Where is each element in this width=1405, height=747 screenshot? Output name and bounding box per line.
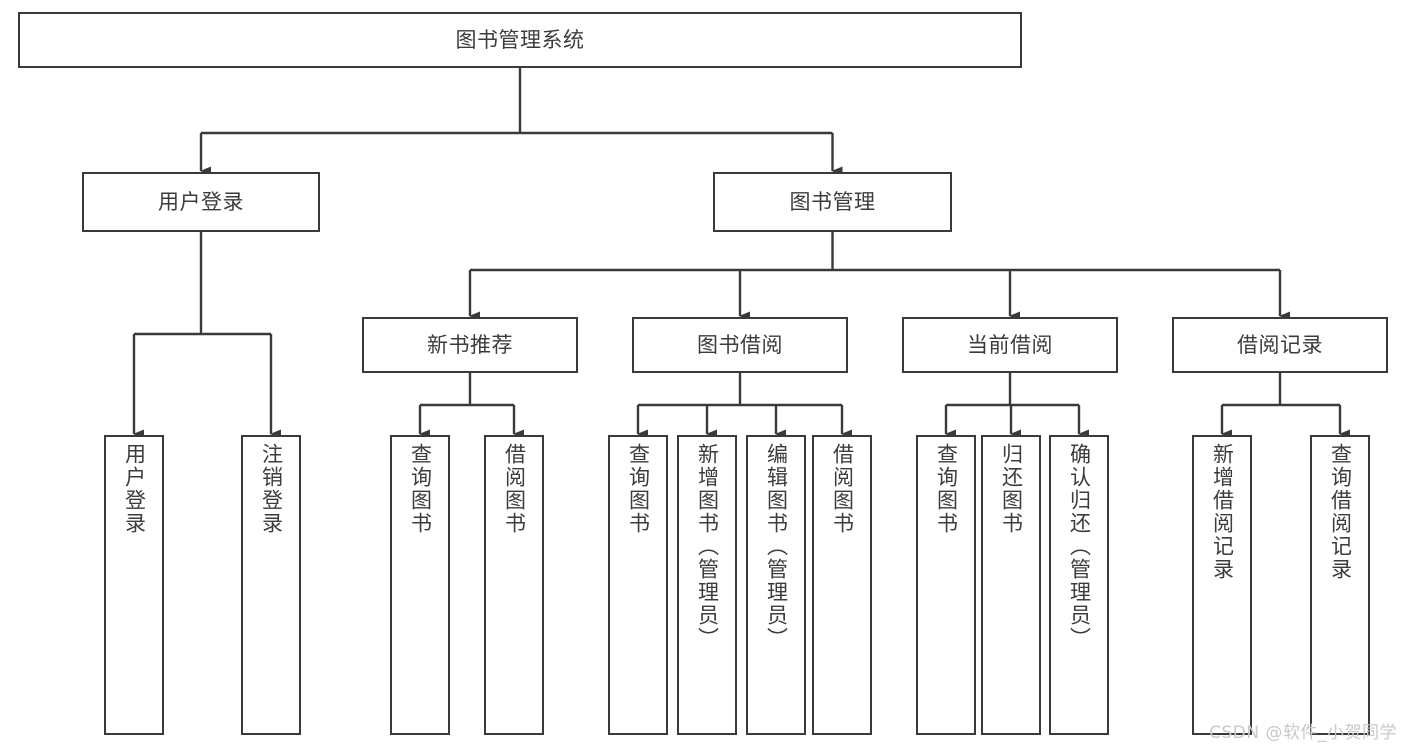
node-label: 新书推荐 <box>427 332 513 357</box>
node-label: 用户登录 <box>122 443 147 535</box>
node-label: 图书借阅 <box>697 332 783 357</box>
watermark-label: CSDN @软件_小贺同学 <box>1209 723 1397 743</box>
node-leaf-bb-borrow[interactable]: 借阅图书 <box>812 435 872 735</box>
node-label: 借阅图书 <box>830 443 855 535</box>
node-leaf-user-logout[interactable]: 注销登录 <box>241 435 301 735</box>
node-label: 确认归还（管理员） <box>1067 443 1092 650</box>
node-label: 查询借阅记录 <box>1328 443 1353 581</box>
node-leaf-br-query[interactable]: 查询借阅记录 <box>1310 435 1370 735</box>
node-label: 新增借阅记录 <box>1210 443 1235 581</box>
connector-group <box>132 68 1350 439</box>
node-leaf-user-login[interactable]: 用户登录 <box>104 435 164 735</box>
node-new-book-rec[interactable]: 新书推荐 <box>362 317 578 373</box>
node-label: 新增图书（管理员） <box>695 443 720 650</box>
node-label: 查询图书 <box>408 443 433 535</box>
node-label: 用户登录 <box>158 189 244 214</box>
node-leaf-bb-add[interactable]: 新增图书（管理员） <box>677 435 737 735</box>
node-leaf-bb-edit[interactable]: 编辑图书（管理员） <box>746 435 806 735</box>
node-label: 注销登录 <box>259 443 284 535</box>
node-leaf-rec-borrow[interactable]: 借阅图书 <box>484 435 544 735</box>
node-leaf-cb-query[interactable]: 查询图书 <box>916 435 976 735</box>
node-label: 查询图书 <box>626 443 651 535</box>
node-leaf-br-add[interactable]: 新增借阅记录 <box>1192 435 1252 735</box>
node-leaf-cb-return[interactable]: 归还图书 <box>981 435 1041 735</box>
node-root[interactable]: 图书管理系统 <box>18 12 1022 68</box>
node-leaf-bb-query[interactable]: 查询图书 <box>608 435 668 735</box>
node-leaf-rec-query[interactable]: 查询图书 <box>390 435 450 735</box>
node-label: 图书管理系统 <box>455 27 585 52</box>
node-label: 编辑图书（管理员） <box>764 443 789 650</box>
node-user-login[interactable]: 用户登录 <box>82 172 320 232</box>
node-label: 借阅记录 <box>1237 332 1323 357</box>
node-book-manage[interactable]: 图书管理 <box>713 172 952 232</box>
node-label: 当前借阅 <box>967 332 1053 357</box>
node-label: 归还图书 <box>999 443 1024 535</box>
node-borrow-record[interactable]: 借阅记录 <box>1172 317 1388 373</box>
node-label: 查询图书 <box>934 443 959 535</box>
node-label: 借阅图书 <box>502 443 527 535</box>
node-book-borrow[interactable]: 图书借阅 <box>632 317 848 373</box>
node-label: 图书管理 <box>789 189 876 214</box>
node-leaf-cb-confirm[interactable]: 确认归还（管理员） <box>1049 435 1109 735</box>
node-current-borrow[interactable]: 当前借阅 <box>902 317 1118 373</box>
